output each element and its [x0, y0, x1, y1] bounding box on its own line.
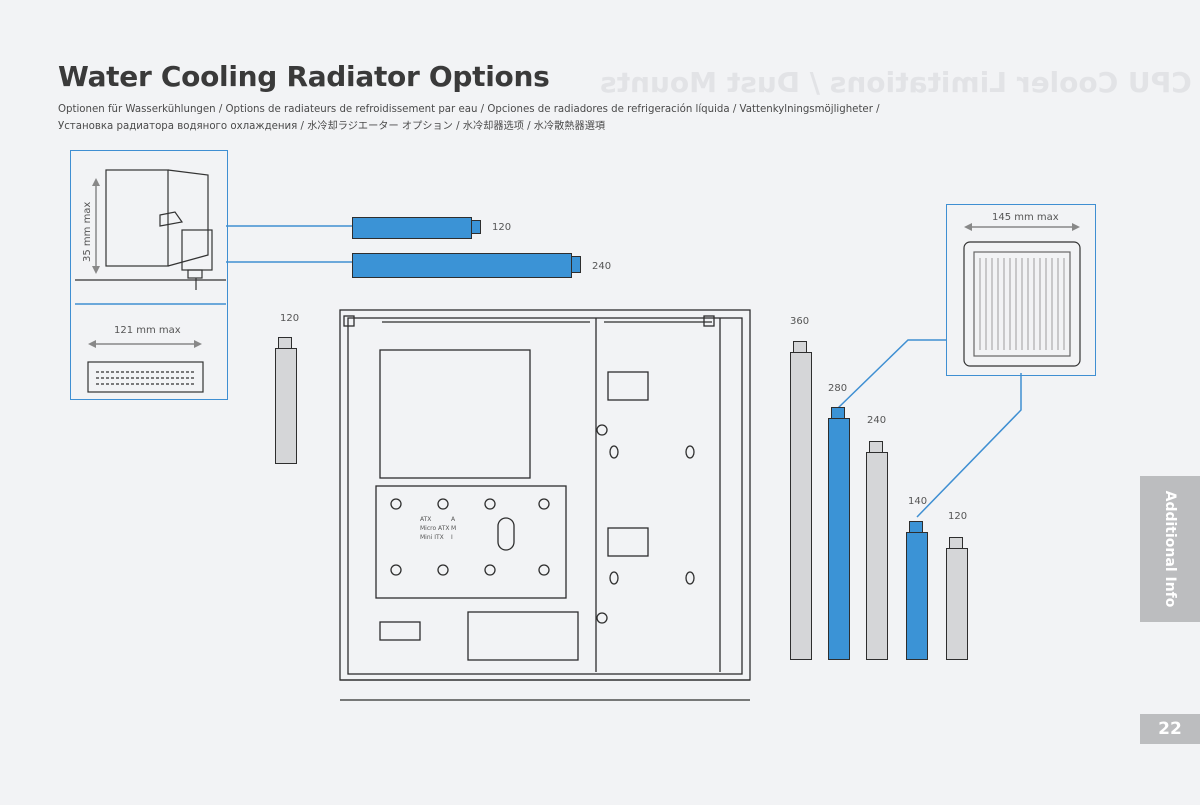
- side-tab-label: Additional Info: [1162, 490, 1178, 608]
- top-width-limit-label: 121 mm max: [114, 325, 181, 336]
- mb-atx-label: ATX: [420, 516, 432, 523]
- front-radiator-280-end-cap: [831, 407, 845, 419]
- page-title: Water Cooling Radiator Options: [58, 60, 550, 93]
- front-width-limit-label: 145 mm max: [992, 212, 1059, 223]
- front-radiator-280-size-label: 280: [828, 383, 848, 394]
- subtitle-multilingual-1: Optionen für Wasserkühlungen / Options d…: [58, 104, 880, 115]
- height-limit-label: 35 mm max: [82, 201, 93, 262]
- mb-atx-letter: A: [451, 516, 456, 523]
- top-radiator-240-size-label: 240: [592, 261, 612, 272]
- top-radiator-240-end-cap: [571, 256, 581, 273]
- front-radiator-120-end-cap: [949, 537, 963, 549]
- side-tab-additional-info[interactable]: Additional Info: [1140, 476, 1200, 622]
- top-radiator-120-end-cap: [471, 220, 481, 234]
- front-clearance-detail-box: [946, 204, 1096, 376]
- front-radiator-drawing: [963, 223, 1081, 367]
- front-radiator-240-end-cap: [869, 441, 883, 453]
- top-clearance-drawing: [75, 169, 226, 393]
- front-radiator-240-size-label: 240: [867, 415, 887, 426]
- front-radiator-140-size-label: 140: [908, 496, 928, 507]
- pc-case-drawing: [339, 309, 751, 701]
- front-radiator-140-end-cap: [909, 521, 923, 533]
- mb-mini-itx-letter: I: [451, 534, 453, 541]
- connector-line-front-140: [916, 373, 1022, 518]
- subtitle-multilingual-2: Установка радиатора водяного охлаждения …: [58, 121, 606, 132]
- front-radiator-140: [906, 521, 928, 660]
- rear-radiator-120-end-cap: [278, 337, 292, 349]
- top-clearance-detail-box: [70, 150, 228, 400]
- front-radiator-120: [946, 537, 968, 660]
- mb-mini-itx-label: Mini ITX: [420, 534, 444, 541]
- connector-line-front-280: [837, 339, 946, 409]
- rear-radiator-120-size-label: 120: [280, 313, 300, 324]
- front-radiator-280: [828, 407, 850, 660]
- front-radiator-360: [790, 341, 812, 660]
- front-radiator-360-end-cap: [793, 341, 807, 353]
- mb-micro-atx-label: Micro ATX: [420, 525, 450, 532]
- page-number: 22: [1140, 714, 1200, 744]
- rear-radiator-120: [275, 337, 297, 464]
- front-radiator-240: [866, 441, 888, 660]
- top-radiator-120: [352, 217, 481, 239]
- front-radiator-120-size-label: 120: [948, 511, 968, 522]
- top-radiator-120-size-label: 120: [492, 222, 512, 233]
- mb-micro-atx-letter: M: [451, 525, 457, 532]
- top-radiator-240: [352, 253, 581, 278]
- front-radiator-360-size-label: 360: [790, 316, 810, 327]
